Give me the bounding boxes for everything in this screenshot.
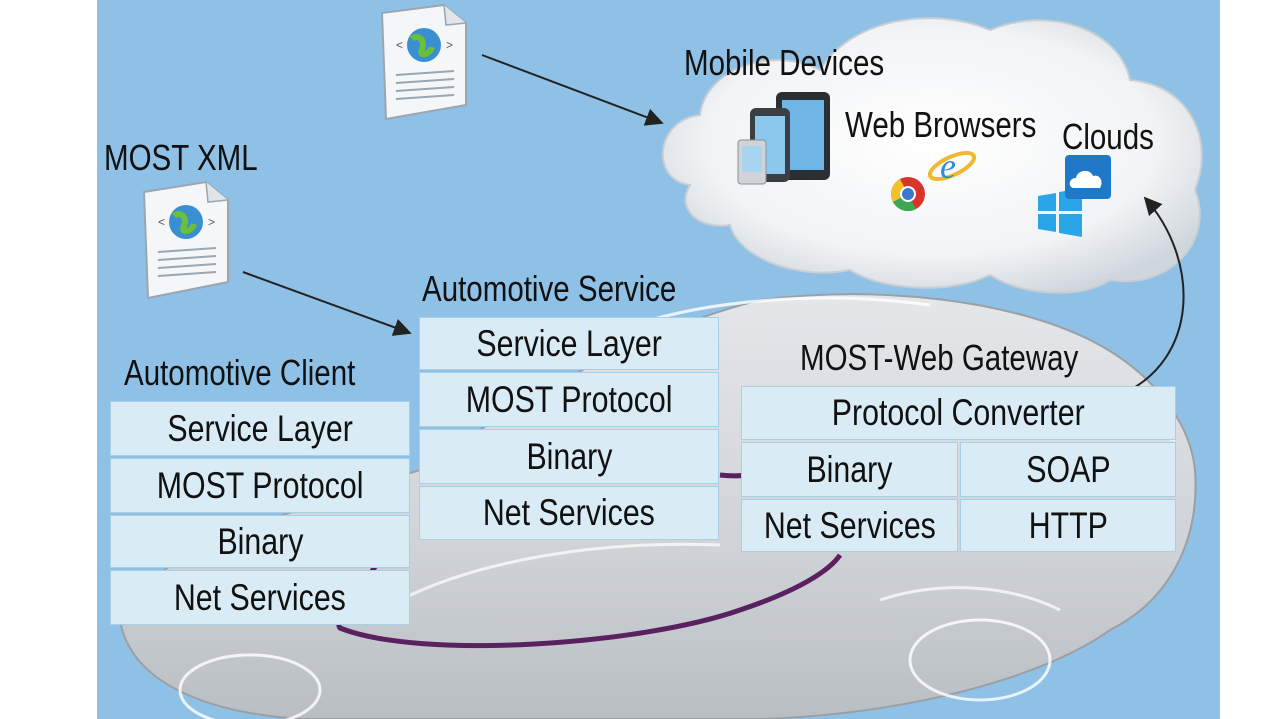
- gateway-binary: Binary: [741, 442, 958, 497]
- gateway-layer-label: Net Services: [763, 504, 936, 546]
- gateway-http: HTTP: [960, 499, 1176, 552]
- svg-text:<: <: [396, 38, 403, 52]
- gateway-soap: SOAP: [960, 442, 1176, 497]
- arrow-gateway-cloud: [1101, 196, 1185, 410]
- client-layer-label: Binary: [216, 520, 303, 562]
- gateway-layer-label: Protocol Converter: [832, 392, 1085, 433]
- gateway-layer-label: HTTP: [1028, 504, 1108, 546]
- cloud-app-icon: [1065, 155, 1111, 199]
- ie-icon: e: [927, 146, 977, 186]
- label-mobile-devices: Mobile Devices: [684, 42, 885, 83]
- client-layer-label: Service Layer: [167, 407, 353, 449]
- label-automotive-service: Automotive Service: [422, 268, 677, 309]
- client-layer-net-services: Net Services: [110, 570, 410, 625]
- service-layer-net-services: Net Services: [419, 486, 719, 540]
- label-most-xml: MOST XML: [104, 137, 258, 178]
- document-globe-icon: < >: [380, 3, 467, 121]
- document-globe-icon: < >: [142, 180, 229, 300]
- label-clouds: Clouds: [1062, 116, 1154, 157]
- client-layer-binary: Binary: [110, 515, 410, 568]
- arrow-xml-to-service: [242, 271, 412, 336]
- client-layer-protocol: MOST Protocol: [110, 458, 410, 513]
- client-layer-label: MOST Protocol: [156, 464, 364, 506]
- service-layer-label: Service Layer: [476, 322, 662, 364]
- service-layer-label: MOST Protocol: [465, 378, 673, 420]
- client-layer-service: Service Layer: [110, 401, 410, 456]
- svg-text:<: <: [158, 215, 165, 229]
- gateway-layer-label: SOAP: [1025, 448, 1111, 490]
- chrome-icon: [891, 177, 925, 211]
- label-automotive-client: Automotive Client: [124, 352, 356, 393]
- gateway-net-services: Net Services: [741, 499, 958, 552]
- service-layer-label: Net Services: [483, 492, 655, 533]
- gateway-layer-label: Binary: [806, 448, 893, 490]
- svg-text:>: >: [446, 38, 453, 52]
- label-web-browsers: Web Browsers: [845, 104, 1037, 145]
- service-layer-protocol: MOST Protocol: [419, 372, 719, 427]
- label-most-web-gateway: MOST-Web Gateway: [800, 337, 1079, 378]
- service-layer-label: Binary: [525, 435, 612, 477]
- mobile-devices-icon: [737, 92, 830, 185]
- svg-text:>: >: [208, 215, 215, 229]
- service-layer-service: Service Layer: [419, 317, 719, 370]
- arrow-xml-to-cloud: [481, 54, 664, 126]
- client-layer-label: Net Services: [174, 576, 346, 618]
- service-layer-binary: Binary: [419, 429, 719, 484]
- svg-text:e: e: [940, 146, 956, 186]
- gateway-protocol-converter: Protocol Converter: [741, 386, 1176, 440]
